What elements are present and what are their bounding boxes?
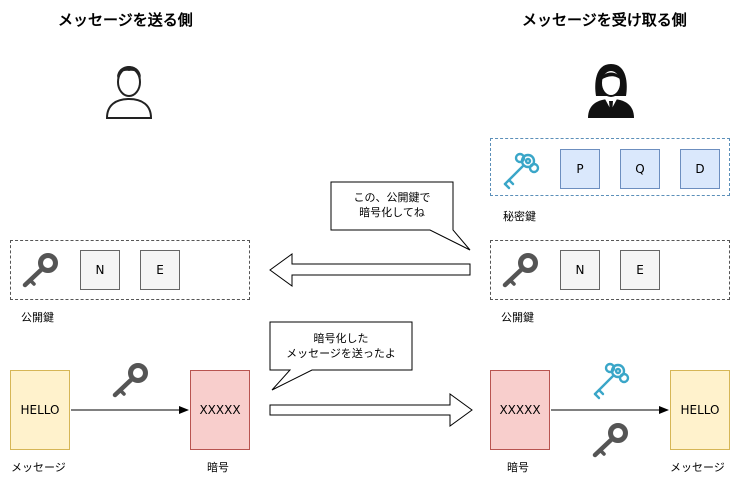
private-key-part-q: Q [620, 149, 660, 189]
receiver-ciphertext-box: XXXXX [490, 370, 550, 450]
sender-plaintext-label: メッセージ [11, 461, 66, 474]
sender-public-key-group [10, 240, 250, 300]
sender-public-key-part-e: E [140, 250, 180, 290]
receiver-ciphertext-label: 暗号 [507, 461, 529, 474]
request-callout-shape [330, 181, 471, 251]
sent-callout-line-1: 暗号化した [313, 332, 369, 345]
ciphertext-transfer-arrow [269, 393, 473, 427]
user-female-icon [588, 64, 634, 118]
receiver-public-key-label: 公開鍵 [501, 311, 534, 324]
sender-ciphertext-label: 暗号 [207, 461, 229, 474]
private-key-part-p: P [560, 149, 600, 189]
sent-callout-shape [269, 321, 413, 391]
private-key-group [490, 138, 730, 196]
request-callout: この、公開鍵で 暗号化してね [331, 190, 453, 220]
key-icon [502, 253, 538, 288]
ornate-key-icon [593, 362, 630, 400]
sender-title: メッセージを送る側 [58, 11, 193, 29]
request-callout-line-1: この、公開鍵で [353, 191, 431, 204]
sender-plaintext-box: HELLO [10, 370, 70, 450]
public-key-transfer-arrow [269, 253, 471, 287]
receiver-plaintext-box: HELLO [670, 370, 730, 450]
sent-callout: 暗号化した メッセージを送ったよ [270, 331, 412, 361]
ornate-key-icon [503, 152, 540, 190]
receiver-plaintext-label: メッセージ [670, 461, 725, 474]
sender-public-key-part-n: N [80, 250, 120, 290]
key-icon [22, 253, 58, 288]
receiver-title: メッセージを受け取る側 [522, 11, 687, 29]
sender-ciphertext-box: XXXXX [190, 370, 250, 450]
key-icon [592, 423, 628, 458]
private-key-part-d: D [680, 149, 720, 189]
key-icon [112, 363, 148, 398]
receiver-public-key-group [490, 240, 730, 300]
user-icon [105, 66, 153, 119]
sent-callout-line-2: メッセージを送ったよ [286, 347, 396, 360]
request-callout-line-2: 暗号化してね [359, 206, 425, 219]
private-key-label: 秘密鍵 [503, 210, 536, 223]
receiver-public-key-part-n: N [560, 250, 600, 290]
sender-public-key-label: 公開鍵 [21, 311, 54, 324]
receiver-public-key-part-e: E [620, 250, 660, 290]
